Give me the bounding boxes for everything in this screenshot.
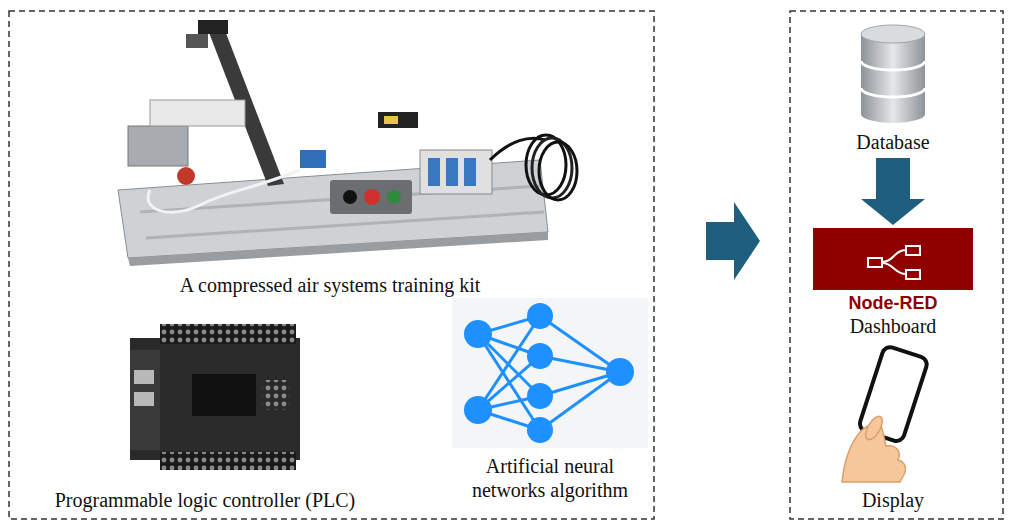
black-button	[343, 190, 357, 204]
node-red-logo	[813, 228, 973, 290]
button-box	[330, 180, 412, 214]
terminals	[160, 324, 296, 344]
network-port	[134, 392, 154, 406]
sensor-box	[378, 112, 418, 128]
air-tube	[148, 170, 300, 212]
red-button	[364, 189, 380, 205]
database-figure: Database	[833, 22, 953, 154]
kit-figure: A compressed air systems training kit	[95, 15, 565, 297]
network-links	[478, 316, 620, 430]
display-figure: Display	[833, 340, 953, 512]
valve	[446, 158, 458, 186]
network-neurons	[464, 303, 634, 443]
cylinder-bottom	[861, 105, 925, 123]
sensor-label	[384, 116, 398, 124]
logo-node	[906, 270, 920, 279]
plate-slot	[146, 212, 544, 238]
cylinder-top	[861, 25, 925, 43]
caption: Programmable logic controller (PLC)	[20, 488, 390, 512]
front-panel	[192, 374, 256, 416]
dashed-frame	[790, 11, 1003, 519]
plate-edge	[128, 232, 548, 266]
valve-terminal	[420, 150, 492, 194]
gripper	[186, 34, 208, 48]
neural-network-illustration	[452, 298, 648, 448]
status-leds	[262, 380, 290, 410]
caption: Database	[833, 130, 953, 154]
ann-figure: Artificial neural networks algorithm	[452, 298, 648, 502]
dashboard-figure: Node-REDDashboard	[813, 228, 973, 338]
logo-wire	[882, 263, 906, 274]
caption: A compressed air systems training kit	[95, 273, 565, 297]
training-kit-illustration	[118, 20, 577, 266]
plc-illustration	[130, 324, 300, 470]
logo-box	[813, 228, 973, 290]
gripper-block	[128, 126, 188, 166]
terminals	[160, 452, 296, 470]
terminal-strip	[160, 452, 296, 470]
dashed-frame	[9, 11, 654, 519]
logo-node	[906, 246, 920, 255]
terminal-strip	[160, 324, 296, 344]
disc-line	[861, 61, 925, 70]
thumb	[862, 414, 885, 443]
valve	[464, 158, 476, 186]
plc-body	[130, 338, 300, 460]
caption: Dashboard	[813, 314, 973, 338]
rail-cap	[198, 20, 228, 34]
caption: Display	[833, 488, 953, 512]
block-arrow	[706, 202, 760, 280]
cpu-module	[130, 350, 160, 450]
network-ground	[452, 298, 648, 448]
network-port	[134, 370, 154, 384]
green-button	[387, 190, 401, 204]
logo-wire	[882, 250, 906, 262]
block-arrow-connector	[861, 158, 925, 225]
disc-line	[861, 88, 925, 97]
blue-module	[300, 150, 326, 168]
cylinder-body	[861, 34, 925, 114]
valve	[428, 158, 440, 186]
brand-name: Node-RED	[813, 292, 973, 314]
cable-coil	[539, 142, 577, 200]
pneumatic-cylinder	[150, 100, 245, 126]
caption: Artificial neural networks algorithm	[452, 454, 648, 502]
plc-figure: Programmable logic controller (PLC)	[20, 318, 390, 512]
phone-in-hand	[842, 345, 929, 482]
phone	[858, 345, 929, 443]
red-part	[177, 167, 195, 185]
database-icon	[861, 25, 925, 123]
logo-node	[868, 258, 882, 267]
